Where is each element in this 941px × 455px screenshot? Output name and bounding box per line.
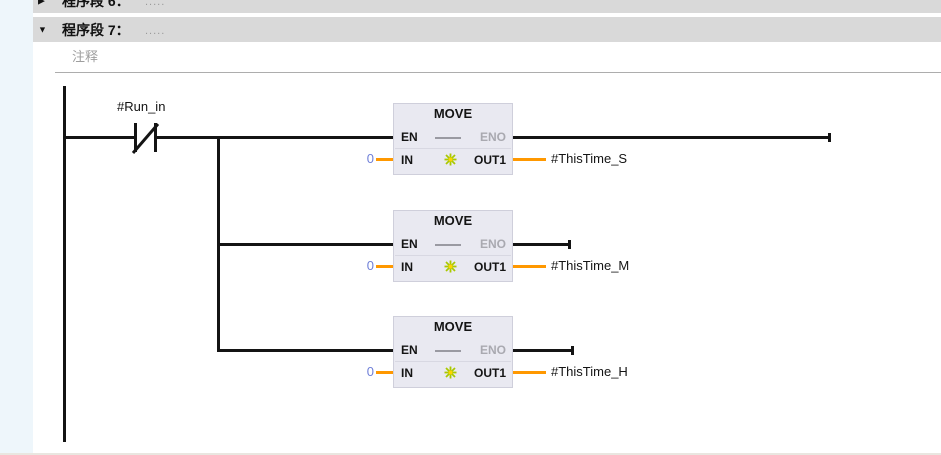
out-data-wire — [513, 265, 546, 268]
contact-operand[interactable]: #Run_in — [117, 99, 166, 114]
pin-out1[interactable]: OUT1 — [473, 260, 506, 274]
eno-dash — [435, 350, 461, 352]
eno-wire — [513, 349, 571, 352]
rung-wire — [63, 136, 134, 139]
eno-dash — [435, 244, 461, 246]
insert-output-star-icon[interactable] — [444, 366, 457, 379]
left-gutter — [0, 0, 33, 455]
network-7-title-dots[interactable]: ..... — [145, 24, 166, 37]
out-data-wire — [513, 371, 546, 374]
pin-row-separator — [395, 255, 511, 256]
branch-rung-wire — [217, 243, 393, 246]
pin-in[interactable]: IN — [401, 260, 413, 274]
pin-row-separator — [395, 148, 511, 149]
wire-end-tick — [828, 133, 831, 142]
block-title[interactable]: MOVE — [433, 106, 473, 121]
move-block[interactable]: MOVE EN ENO IN OUT1 — [393, 210, 513, 282]
in-data-wire — [376, 371, 393, 374]
network-6-header[interactable]: ▶ 程序段 6： ..... — [33, 0, 941, 13]
pin-en[interactable]: EN — [401, 237, 418, 251]
collapse-right-icon[interactable]: ▶ — [38, 0, 45, 5]
contact-right-bar[interactable] — [154, 123, 157, 152]
collapse-down-icon[interactable]: ▼ — [38, 24, 47, 34]
in-operand-value[interactable]: 0 — [366, 151, 374, 166]
pin-out1[interactable]: OUT1 — [473, 366, 506, 380]
network-6-title-dots[interactable]: ..... — [145, 0, 166, 8]
pin-eno[interactable]: ENO — [479, 130, 506, 144]
out-data-wire — [513, 158, 546, 161]
network-comment-field[interactable]: 注释 — [72, 49, 99, 64]
insert-output-star-icon[interactable] — [444, 153, 457, 166]
block-title[interactable]: MOVE — [433, 213, 473, 228]
bottom-edge-divider — [0, 453, 941, 455]
eno-wire — [513, 136, 828, 139]
contact-left-bar[interactable] — [134, 123, 137, 152]
pin-row-separator — [395, 361, 511, 362]
in-data-wire — [376, 265, 393, 268]
pin-eno[interactable]: ENO — [479, 343, 506, 357]
eno-dash — [435, 137, 461, 139]
network-6-title[interactable]: 程序段 6： — [62, 0, 130, 9]
branch-rung-wire — [217, 349, 393, 352]
wire-end-tick — [571, 346, 574, 355]
pin-en[interactable]: EN — [401, 343, 418, 357]
out-operand[interactable]: #ThisTime_H — [551, 364, 628, 379]
in-operand-value[interactable]: 0 — [366, 364, 374, 379]
move-block[interactable]: MOVE EN ENO IN OUT1 — [393, 316, 513, 388]
out-operand[interactable]: #ThisTime_S — [551, 151, 628, 166]
comment-separator — [55, 72, 941, 73]
nc-contact-slash-icon — [131, 123, 160, 154]
in-data-wire — [376, 158, 393, 161]
pin-out1[interactable]: OUT1 — [473, 153, 506, 167]
pin-en[interactable]: EN — [401, 130, 418, 144]
insert-output-star-icon[interactable] — [444, 260, 457, 273]
network-7-title[interactable]: 程序段 7： — [62, 21, 130, 38]
out-operand[interactable]: #ThisTime_M — [551, 258, 630, 273]
rung-wire — [157, 136, 393, 139]
pin-in[interactable]: IN — [401, 153, 413, 167]
in-operand-value[interactable]: 0 — [366, 258, 374, 273]
pin-eno[interactable]: ENO — [479, 237, 506, 251]
wire-end-tick — [568, 240, 571, 249]
block-title[interactable]: MOVE — [433, 319, 473, 334]
power-rail — [63, 86, 66, 442]
network-7-header[interactable]: ▼ 程序段 7： ..... — [33, 17, 941, 42]
eno-wire — [513, 243, 568, 246]
move-block[interactable]: MOVE EN ENO IN OUT1 — [393, 103, 513, 175]
pin-in[interactable]: IN — [401, 366, 413, 380]
